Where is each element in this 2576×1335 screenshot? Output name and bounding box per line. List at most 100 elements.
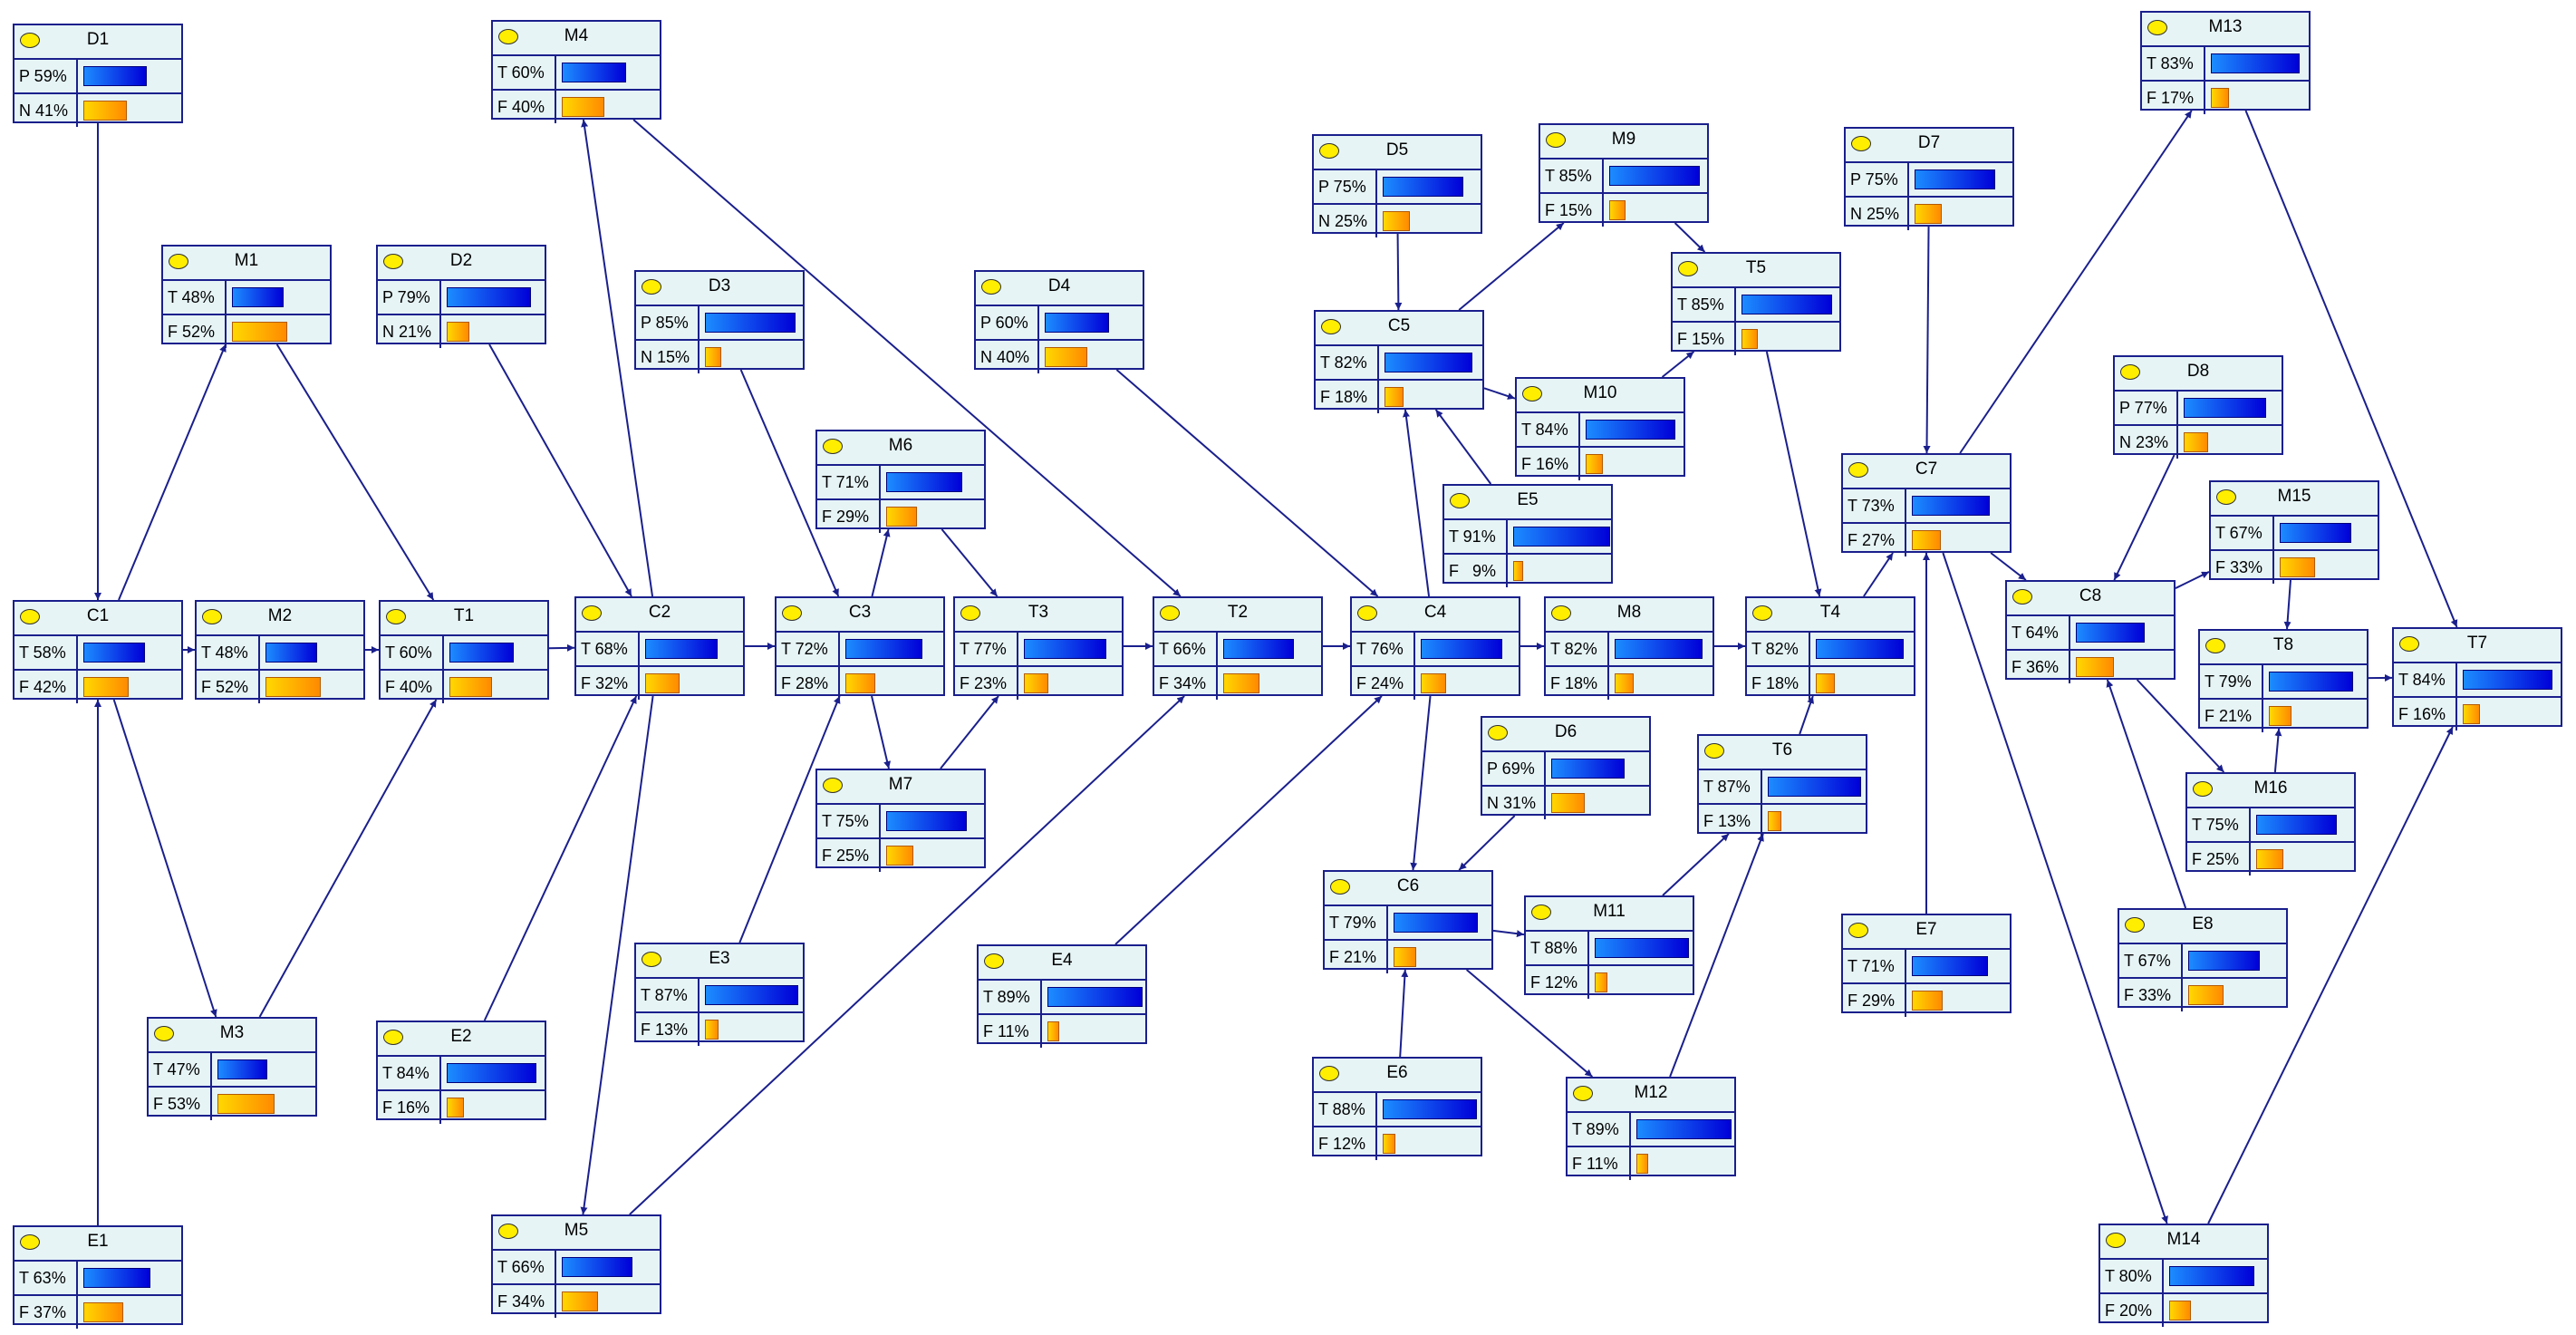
state-2-label: F 15%: [1545, 201, 1593, 219]
node-header: C6: [1325, 872, 1491, 906]
state-2-label: F 20%: [2105, 1301, 2153, 1320]
state-2-bar: [1636, 1154, 1648, 1174]
node-title: C8: [2079, 586, 2102, 605]
state-1-label: T 88%: [1318, 1100, 1365, 1118]
node-header: D7: [1846, 129, 2012, 163]
state-1-bar: [447, 287, 532, 307]
node-header: T4: [1747, 598, 1914, 633]
divider: [1578, 413, 1580, 446]
divider: [2262, 700, 2263, 732]
state-row-2: F 21%: [1325, 941, 1491, 973]
divider: [1544, 752, 1546, 785]
divider: [1544, 787, 1546, 819]
state-1-label: T 82%: [1751, 640, 1799, 658]
divider: [1905, 524, 1906, 556]
node-header: C5: [1316, 312, 1482, 346]
state-row-1: T 68%: [576, 633, 743, 667]
state-1-label: T 48%: [168, 288, 215, 306]
node-header: D1: [14, 25, 181, 60]
edge-t1-c2: [548, 643, 575, 652]
node-title: C1: [86, 606, 110, 625]
state-1-label: T 63%: [19, 1269, 66, 1287]
state-2-label: N 21%: [382, 323, 432, 341]
state-row-1: T 75%: [817, 805, 984, 839]
state-1-bar: [1383, 177, 1463, 197]
edge-c3-m6: [871, 528, 891, 597]
node-title: M7: [888, 775, 913, 794]
state-2-bar: [1768, 811, 1782, 831]
divider: [555, 91, 556, 123]
node-title: T6: [1771, 740, 1793, 759]
state-row-2: F 29%: [1843, 984, 2010, 1017]
state-row-1: T 66%: [493, 1251, 660, 1285]
state-1-bar: [1915, 169, 1995, 189]
state-1-label: T 85%: [1545, 167, 1592, 185]
state-row-2: N 31%: [1482, 787, 1649, 819]
divider: [2272, 551, 2274, 584]
state-1-bar: [83, 1268, 151, 1288]
state-2-bar: [1024, 673, 1049, 693]
state-2-bar: [2184, 432, 2209, 452]
edge-c6-m11: [1492, 929, 1525, 938]
state-2-bar: [83, 1302, 123, 1322]
state-row-1: T 64%: [2007, 616, 2174, 651]
divider: [1905, 984, 1906, 1017]
edge-c5-m10: [1483, 387, 1516, 400]
state-row-1: T 83%: [2142, 47, 2309, 82]
status-bulb-icon: [20, 1234, 40, 1250]
edge-d2-c2: [488, 343, 632, 597]
state-row-2: F 16%: [1517, 448, 1684, 480]
state-1-bar: [1394, 913, 1479, 933]
state-1-bar: [562, 1257, 632, 1277]
divider: [1905, 489, 1906, 522]
